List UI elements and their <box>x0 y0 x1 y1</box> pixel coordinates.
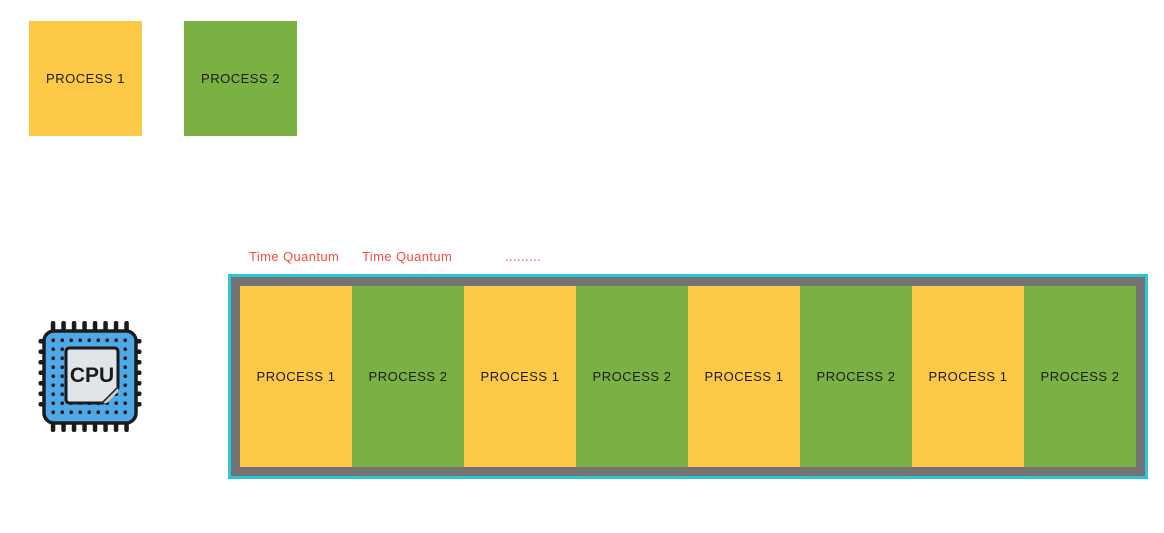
time-quantum-ellipsis: ......... <box>505 249 542 264</box>
queue-block: PROCESS 1 <box>464 286 576 467</box>
queue-block: PROCESS 1 <box>688 286 800 467</box>
time-quantum-label-2: Time Quantum <box>362 249 453 264</box>
cpu-text: CPU <box>70 364 114 387</box>
queue-block: PROCESS 1 <box>240 286 352 467</box>
cpu-chip-icon: CPU <box>38 321 142 432</box>
queue-block: PROCESS 2 <box>1024 286 1136 467</box>
queue-block: PROCESS 2 <box>800 286 912 467</box>
cpu-panel-fold <box>103 388 118 403</box>
process2-label: PROCESS 2 <box>201 71 280 86</box>
cpu-panel <box>64 346 120 405</box>
time-quantum-label-1: Time Quantum <box>249 249 340 264</box>
queue-block: PROCESS 1 <box>912 286 1024 467</box>
queue-block: PROCESS 2 <box>352 286 464 467</box>
cpu-ready-queue: PROCESS 1 PROCESS 2 PROCESS 1 PROCESS 2 … <box>228 274 1148 479</box>
process1-legend-box: PROCESS 1 <box>29 21 142 136</box>
cpu-icon: CPU <box>38 318 142 435</box>
process2-legend-box: PROCESS 2 <box>184 21 297 136</box>
process1-label: PROCESS 1 <box>46 71 125 86</box>
queue-block: PROCESS 2 <box>576 286 688 467</box>
